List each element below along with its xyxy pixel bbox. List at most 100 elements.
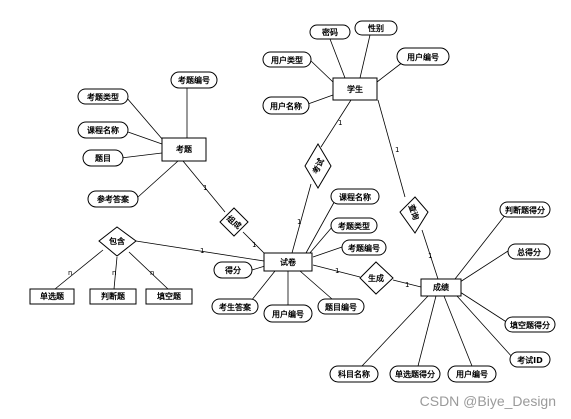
attr-paper-score-label: 得分 <box>224 265 241 275</box>
relationship-compose[interactable]: 组成 <box>219 207 249 237</box>
edge-paper-generate <box>312 264 361 278</box>
entity-judgment[interactable]: 判断题 <box>89 288 137 305</box>
attr-student-username-label: 用户名称 <box>269 101 302 111</box>
attr-paper-titleid[interactable]: 题目编号 <box>317 298 365 315</box>
entity-single-choice[interactable]: 单选题 <box>29 288 75 305</box>
relationship-contain-label: 包含 <box>108 236 126 246</box>
attr-paper-qid-label: 考题编号 <box>348 243 380 253</box>
attr-student-userid-label: 用户编号 <box>406 52 439 62</box>
edge-score-subject <box>361 295 429 367</box>
edge-question-answer <box>137 160 179 198</box>
edge-paper-qid <box>312 246 343 258</box>
edge-paper-course <box>305 196 338 254</box>
edge-compose-paper <box>242 231 265 254</box>
edge-score-total <box>459 250 509 283</box>
relationship-exam[interactable]: 考试 <box>304 143 332 189</box>
card-query-score: 1 <box>428 252 432 260</box>
attr-paper-score[interactable]: 得分 <box>213 261 253 279</box>
entity-fill-blank-label: 填空题 <box>157 291 182 301</box>
attr-student-usertype-label: 用户类型 <box>270 55 303 65</box>
entity-fill-blank[interactable]: 填空题 <box>145 288 193 305</box>
attr-student-userid[interactable]: 用户编号 <box>396 47 450 66</box>
entity-single-choice-label: 单选题 <box>40 291 65 301</box>
edge-student-username <box>307 94 334 105</box>
attr-question-qtype[interactable]: 考题类型 <box>77 88 129 105</box>
attr-score-examid[interactable]: 考试ID <box>509 351 551 368</box>
edge-student-usertype <box>309 59 334 83</box>
card-paper-generate: 1 <box>335 267 339 275</box>
attr-score-blank[interactable]: 填空题得分 <box>504 316 556 333</box>
entity-paper[interactable]: 试卷 <box>263 252 313 272</box>
attr-score-single-label: 单选题得分 <box>395 369 435 379</box>
edge-score-examid <box>456 295 514 359</box>
attr-paper-course[interactable]: 课程名称 <box>330 188 380 205</box>
attr-student-usertype[interactable]: 用户类型 <box>262 51 312 68</box>
card-question-compose: 1 <box>203 184 207 192</box>
edge-student-exam <box>320 99 352 148</box>
attr-question-qid-label: 考题编号 <box>178 75 210 85</box>
edge-score-blank <box>459 291 509 324</box>
watermark: CSDN @Biye_Design <box>420 393 556 409</box>
attr-paper-qid[interactable]: 考题编号 <box>341 239 387 256</box>
relationship-generate[interactable]: 生成 <box>359 261 394 295</box>
attr-student-gender[interactable]: 性别 <box>354 20 398 36</box>
attr-score-judge[interactable]: 判断题得分 <box>499 201 551 218</box>
entity-score[interactable]: 成绩 <box>420 278 462 297</box>
relationship-generate-label: 生成 <box>368 273 384 283</box>
attr-student-password[interactable]: 密码 <box>309 24 351 40</box>
card-contain-paper: 1 <box>200 247 204 255</box>
attr-score-single[interactable]: 单选题得分 <box>389 365 441 383</box>
edges <box>54 34 514 367</box>
edge-student-userid <box>376 61 404 83</box>
edge-contain-paper <box>135 240 265 262</box>
attr-student-username[interactable]: 用户名称 <box>262 96 310 115</box>
entity-student-label: 学生 <box>347 84 363 94</box>
entity-score-label: 成绩 <box>433 282 449 292</box>
attr-score-subject[interactable]: 科目名称 <box>329 365 379 383</box>
relationship-contain[interactable]: 包含 <box>98 226 137 257</box>
edge-contain-judge <box>113 256 118 290</box>
card-compose-paper: 1 <box>252 241 256 249</box>
attr-question-qtype-label: 考题类型 <box>87 92 119 102</box>
relationship-query[interactable]: 查询 <box>399 196 429 234</box>
entity-student[interactable]: 学生 <box>332 77 378 101</box>
entity-paper-label: 试卷 <box>280 257 297 267</box>
cardinality-marks: 1 1 1 1 1 1 1 n n n 1 1 <box>68 119 432 289</box>
attr-paper-answer-label: 考生答案 <box>219 302 252 312</box>
entity-question-label: 考题 <box>176 144 193 154</box>
attr-paper-userid-label: 用户编号 <box>271 309 304 319</box>
edge-student-query <box>377 99 406 198</box>
attr-paper-course-label: 课程名称 <box>339 192 371 202</box>
attr-question-title-label: 题目 <box>94 153 111 163</box>
attr-question-qid[interactable]: 考题编号 <box>170 71 218 89</box>
card-student-query: 1 <box>395 146 399 154</box>
attr-paper-answer[interactable]: 考生答案 <box>211 298 259 315</box>
attr-score-total[interactable]: 总得分 <box>507 243 551 260</box>
entity-question[interactable]: 考题 <box>161 137 207 162</box>
entity-judgment-label: 判断题 <box>101 291 126 301</box>
edge-student-password <box>329 38 346 79</box>
edge-paper-score <box>251 265 266 271</box>
edge-score-userid <box>443 295 473 367</box>
attr-paper-userid[interactable]: 用户编号 <box>263 304 313 323</box>
edge-paper-titleid <box>299 270 333 300</box>
attr-score-total-label: 总得分 <box>517 247 541 257</box>
edge-question-qtype <box>125 96 164 141</box>
attr-score-userid[interactable]: 用户编号 <box>447 365 497 383</box>
attr-question-answer[interactable]: 参考答案 <box>87 190 139 208</box>
edge-question-course <box>127 131 163 145</box>
edge-score-single <box>417 295 437 367</box>
edge-query-score <box>421 229 439 280</box>
attr-paper-titleid-label: 题目编号 <box>324 302 357 312</box>
attr-question-course[interactable]: 课程名称 <box>77 121 129 139</box>
edge-generate-score <box>392 279 422 288</box>
attr-question-course-label: 课程名称 <box>87 125 119 135</box>
edge-contain-blank <box>128 251 169 290</box>
card-student-exam: 1 <box>338 119 342 127</box>
attr-score-userid-label: 用户编号 <box>455 369 488 379</box>
attr-question-title[interactable]: 题目 <box>82 149 124 167</box>
attr-paper-qtype[interactable]: 考题类型 <box>330 217 378 234</box>
attr-score-judge-label: 判断题得分 <box>505 205 545 215</box>
edge-student-gender <box>359 34 371 79</box>
